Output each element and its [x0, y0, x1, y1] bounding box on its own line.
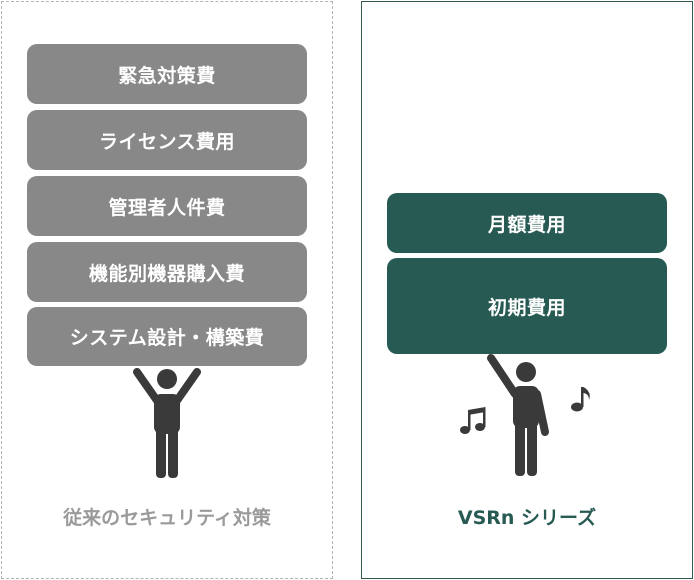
vsrn-series-caption: VSRn シリーズ	[457, 507, 597, 529]
cost-block-emergency: 緊急対策費	[27, 44, 307, 104]
cost-block-equipment: 機能別機器購入費	[27, 242, 307, 302]
cost-block-system-design: システム設計・構築費	[27, 307, 307, 366]
cost-block-monthly: 月額費用	[387, 193, 667, 253]
beamed-music-note-icon	[460, 407, 486, 434]
music-note-icon	[571, 387, 590, 412]
person-holding-one-arm-icon	[487, 354, 549, 476]
traditional-security-caption: 従来のセキュリティ対策	[63, 507, 271, 529]
cost-block-admin-personnel: 管理者人件費	[27, 176, 307, 236]
traditional-security-panel	[1, 1, 333, 579]
person-holding-both-arms-icon	[133, 368, 201, 478]
cost-block-license: ライセンス費用	[27, 110, 307, 170]
cost-block-initial: 初期費用	[387, 258, 667, 354]
vsrn-series-panel	[361, 1, 693, 579]
